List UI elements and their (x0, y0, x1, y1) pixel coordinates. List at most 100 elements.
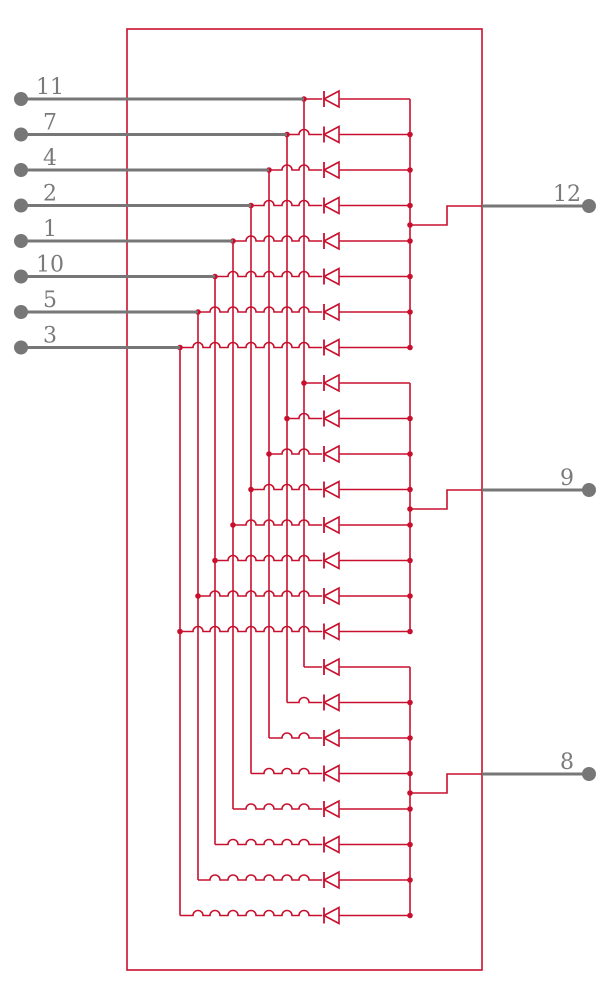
diode-triangle (322, 551, 340, 570)
diode-triangle (322, 89, 340, 109)
internal-wiring (179, 98, 482, 917)
junction-dot (407, 309, 413, 315)
diode-triangle (322, 622, 340, 641)
pin-label: 10 (36, 253, 64, 278)
row-wire (287, 128, 322, 136)
row-wire (233, 519, 322, 526)
pin-dot (14, 127, 28, 142)
pin-label: 2 (43, 182, 57, 207)
row-wire (180, 625, 322, 633)
row-wire (287, 412, 322, 420)
component-body (126, 28, 483, 971)
row-wire (269, 732, 322, 739)
row-wire (198, 874, 322, 881)
junction-dot (407, 806, 413, 812)
pin-label: 9 (560, 466, 574, 491)
junction-dot (177, 628, 183, 635)
diode-triangle (322, 267, 340, 286)
junction-dot (407, 344, 413, 351)
diode-triangle (322, 444, 340, 464)
pin-label: 12 (553, 182, 581, 207)
output-connector (410, 489, 482, 510)
pin-dot (14, 269, 28, 284)
pin-dot (582, 199, 596, 213)
junction-dots (177, 96, 413, 919)
pin-leads (14, 92, 596, 781)
diode-triangle (322, 657, 340, 677)
pin-dot (14, 163, 28, 177)
junction-dot (407, 628, 413, 635)
diode-triangle (322, 125, 340, 144)
diode-triangle (322, 231, 340, 251)
junction-dot (407, 131, 413, 138)
output-connector (410, 773, 482, 794)
pin-dot (582, 767, 596, 781)
diode-triangle (322, 196, 340, 215)
junction-dot (407, 735, 413, 741)
junction-dot (407, 841, 413, 848)
diode-triangle (322, 693, 340, 712)
row-wire (233, 803, 322, 810)
row-wire (180, 341, 322, 349)
pin-label: 8 (560, 750, 574, 775)
diode-triangle (322, 409, 340, 428)
row-wire (269, 164, 322, 171)
diode-triangle (322, 728, 340, 748)
pin-label: 1 (43, 217, 57, 242)
junction-dot (407, 273, 413, 280)
junction-dot (301, 380, 307, 386)
diode-triangle (322, 799, 340, 819)
pin-dot (14, 198, 28, 213)
row-wire (180, 909, 322, 917)
diode-triangle (322, 373, 340, 393)
junction-dot (407, 790, 413, 796)
row-wire (215, 270, 322, 278)
diode-array (322, 89, 340, 925)
row-wire (251, 199, 322, 207)
junction-dot (407, 506, 413, 512)
pin-dot (14, 340, 28, 355)
junction-dot (407, 451, 413, 457)
junction-dot (407, 522, 413, 528)
pin-label: 4 (43, 146, 57, 171)
row-wire (251, 483, 322, 491)
junction-dot (284, 415, 290, 422)
row-wire (269, 448, 322, 455)
row-wire (251, 767, 322, 775)
row-wire (198, 306, 322, 313)
junction-dot (407, 557, 413, 564)
pin-dot (14, 92, 28, 106)
junction-dot (407, 222, 413, 228)
diode-triangle (322, 764, 340, 783)
junction-dot (195, 593, 201, 599)
junction-dot (248, 486, 254, 493)
diode-triangle (322, 906, 340, 925)
pin-dot (14, 234, 28, 248)
junction-dot (407, 486, 413, 493)
junction-dot (407, 699, 413, 706)
pin-label: 11 (36, 75, 64, 100)
junction-dot (407, 238, 413, 244)
junction-dot (407, 593, 413, 599)
row-wire (215, 838, 322, 846)
pin-label: 7 (43, 111, 57, 136)
diode-triangle (322, 338, 340, 357)
diode-triangle (322, 870, 340, 890)
junction-dot (266, 451, 272, 457)
row-wire (198, 590, 322, 597)
junction-dot (407, 167, 413, 173)
junction-dot (407, 202, 413, 209)
pin-dot (582, 483, 596, 497)
diode-triangle (322, 160, 340, 180)
diode-triangle (322, 480, 340, 499)
diode-triangle (322, 586, 340, 606)
row-wire (215, 554, 322, 562)
junction-dot (212, 557, 218, 564)
junction-dot (407, 770, 413, 777)
junction-dot (407, 415, 413, 422)
row-wire (287, 696, 322, 704)
pin-label: 5 (43, 288, 57, 313)
diode-triangle (322, 835, 340, 854)
